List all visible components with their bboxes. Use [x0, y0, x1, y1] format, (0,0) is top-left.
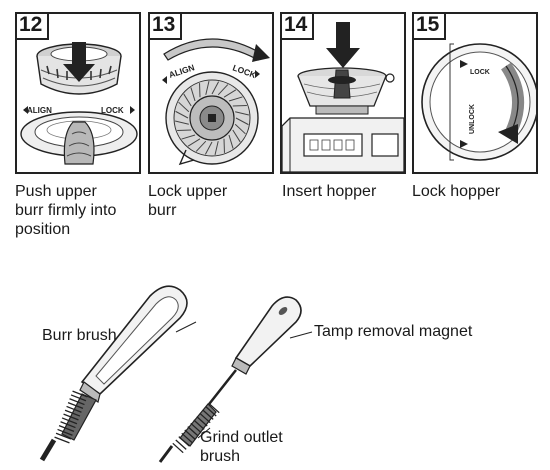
- burr-brush-icon: [39, 285, 188, 462]
- step-14-caption: Insert hopper: [282, 183, 377, 200]
- unlock-label: UNLOCK: [469, 104, 476, 134]
- magnet-leader: [289, 331, 313, 339]
- tamp-removal-magnet-label: Tamp removal magnet: [314, 323, 473, 340]
- step-number: 12: [17, 14, 50, 40]
- lock-label: LOCK: [101, 106, 124, 115]
- burr-brush-leader: [175, 321, 197, 333]
- burr-brush-label: Burr brush: [42, 327, 117, 344]
- step-14-panel: 14: [280, 12, 406, 174]
- step-number: 13: [150, 14, 183, 40]
- step-12-caption: Push upper burr firmly into position: [15, 183, 117, 238]
- step-15-panel: 15 LOCK UNLOCK: [412, 12, 538, 174]
- grind-outlet-brush-icon: [158, 296, 302, 463]
- step-number: 15: [414, 14, 447, 40]
- step-13-panel: 13 ALIGN LOCK: [148, 12, 274, 174]
- insert-hopper-illustration: [282, 22, 404, 172]
- step-15-caption: Lock hopper: [412, 183, 501, 200]
- burr-teeth: [175, 81, 249, 155]
- step-number: 14: [282, 14, 315, 40]
- lock-label: LOCK: [470, 69, 490, 76]
- step-12-panel: 12 ALIGN LOCK: [15, 12, 141, 174]
- lock-hopper-illustration: LOCK UNLOCK: [421, 43, 536, 161]
- push-burr-illustration: ALIGN LOCK: [20, 42, 138, 165]
- magnet-tip-icon: [278, 307, 288, 315]
- align-label: ALIGN: [27, 106, 52, 115]
- lock-burr-illustration: ALIGN LOCK: [162, 38, 270, 166]
- cleaning-tools-illustration: [39, 285, 313, 463]
- outlet-brush-leader: [197, 427, 211, 439]
- grind-outlet-brush-label: Grind outlet brush: [200, 429, 283, 465]
- step-13-caption: Lock upper burr: [148, 183, 228, 219]
